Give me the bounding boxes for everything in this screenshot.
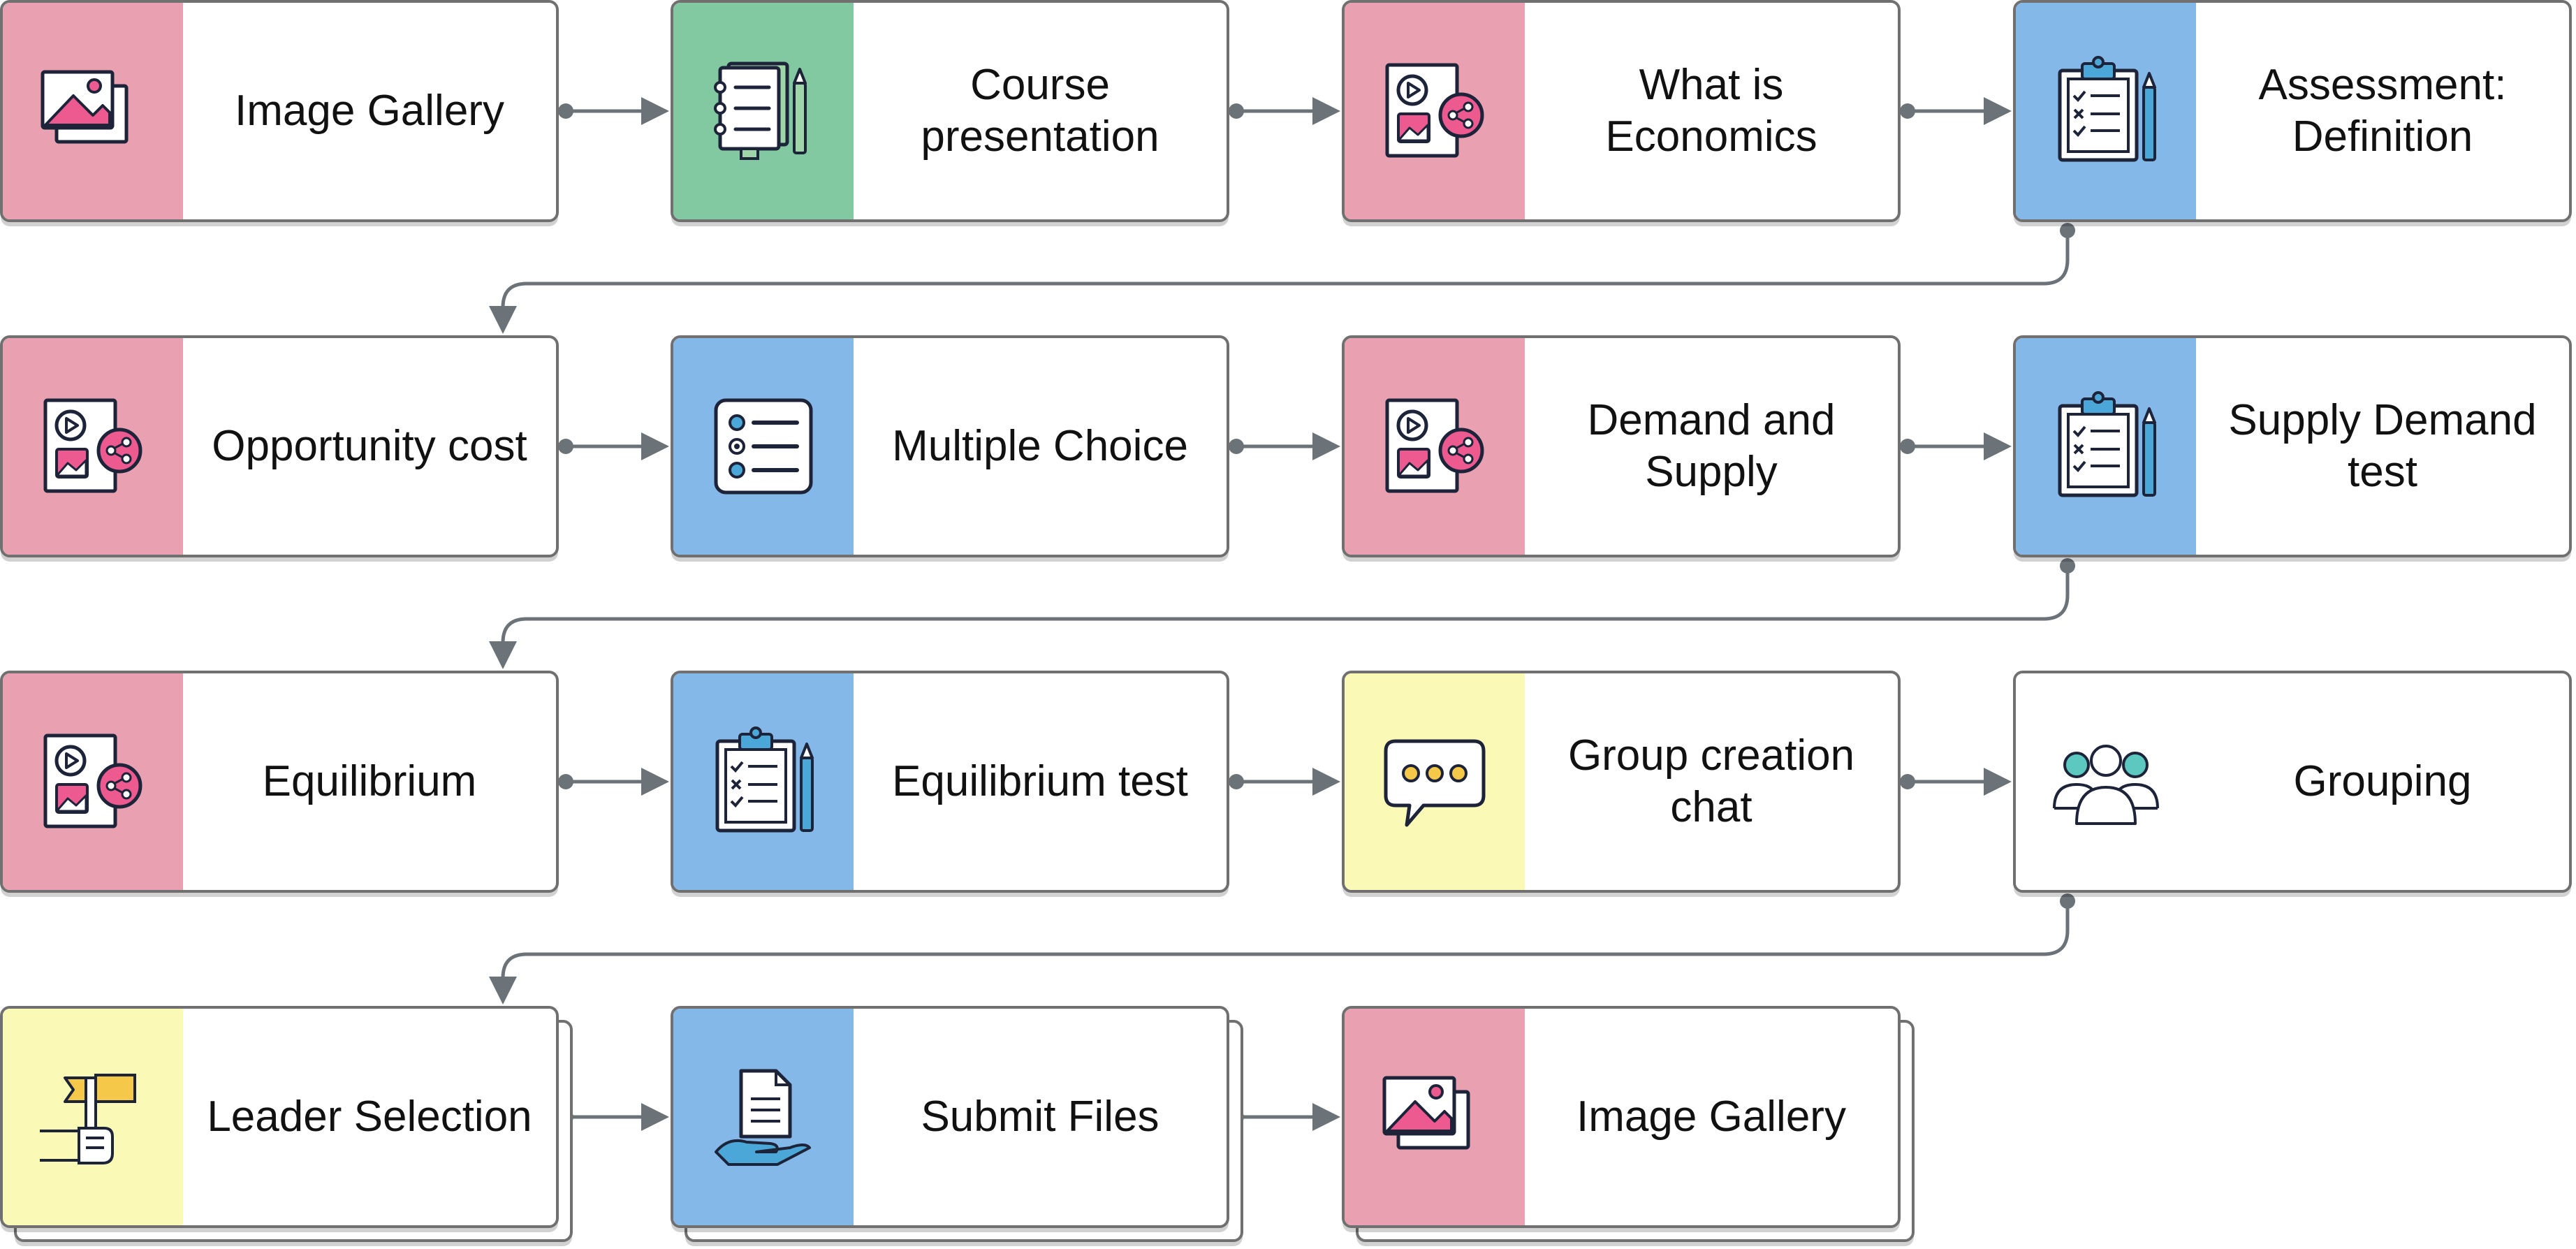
node-label: Leader Selection (207, 1093, 532, 1141)
arrow-head (1984, 432, 2012, 460)
node-color-band (2016, 673, 2196, 890)
flow-node[interactable]: Opportunity cost (0, 335, 559, 557)
node-label: Multiple Choice (892, 422, 1188, 470)
assessment-clipboard-icon (2016, 3, 2196, 219)
connector-line (501, 901, 2070, 979)
node-card: Course presentation (671, 0, 1229, 222)
flow-node[interactable]: Image Gallery (1342, 1006, 1915, 1242)
node-card: Submit Files (671, 1006, 1229, 1228)
interactive-video-icon (3, 673, 183, 890)
image-gallery-icon (1345, 1009, 1525, 1225)
flow-node[interactable]: Image Gallery (0, 0, 559, 222)
flow-node[interactable]: What is Economics (1342, 0, 1901, 222)
node-card: Image Gallery (0, 0, 559, 222)
node-card: Grouping (2013, 671, 2572, 893)
node-card: Equilibrium (0, 671, 559, 893)
node-label: Group creation chat (1567, 731, 1855, 831)
flow-node[interactable]: Equilibrium (0, 671, 559, 893)
image-gallery-icon (3, 3, 183, 219)
node-label: Demand and Supply (1587, 396, 1836, 496)
node-card: Equilibrium test (671, 671, 1229, 893)
arrow-head (1312, 97, 1340, 125)
course-presentation-icon (673, 3, 854, 219)
leader-flag-icon (3, 1009, 183, 1225)
assessment-clipboard-icon (2016, 338, 2196, 555)
node-card: Image Gallery (1342, 1006, 1901, 1228)
node-label: Equilibrium test (892, 757, 1188, 805)
connector-line (501, 566, 2070, 644)
assessment-clipboard-icon (673, 673, 854, 890)
arrow-head (641, 1103, 669, 1131)
node-label: Image Gallery (235, 87, 504, 135)
node-card: Multiple Choice (671, 335, 1229, 557)
node-label: Image Gallery (1576, 1093, 1846, 1141)
arrow-head (489, 977, 517, 1005)
interactive-video-icon (1345, 338, 1525, 555)
arrow-head (1984, 768, 2012, 796)
arrow-head (641, 768, 669, 796)
node-label: Supply Demand test (2228, 396, 2537, 496)
arrow-head (1312, 432, 1340, 460)
arrow-head (1312, 768, 1340, 796)
node-card: Leader Selection (0, 1006, 559, 1228)
arrow-head (1312, 1103, 1340, 1131)
flow-node[interactable]: Grouping (2013, 671, 2572, 893)
group-people-icon (2016, 673, 2196, 890)
flow-node[interactable]: Submit Files (671, 1006, 1243, 1242)
submit-files-icon (673, 1009, 854, 1225)
flow-node[interactable]: Assessment: Definition (2013, 0, 2572, 222)
flow-node[interactable]: Course presentation (671, 0, 1229, 222)
arrow-head (641, 97, 669, 125)
flow-node[interactable]: Multiple Choice (671, 335, 1229, 557)
node-card: Assessment: Definition (2013, 0, 2572, 222)
node-label: Assessment: Definition (2258, 61, 2507, 161)
node-label: Course presentation (921, 61, 1159, 161)
node-label: Equilibrium (262, 757, 477, 805)
arrow-head (489, 641, 517, 669)
arrow-head (489, 306, 517, 334)
flow-node[interactable]: Demand and Supply (1342, 335, 1901, 557)
node-card: Supply Demand test (2013, 335, 2572, 557)
node-label: What is Economics (1605, 61, 1817, 161)
interactive-video-icon (1345, 3, 1525, 219)
flow-node[interactable]: Leader Selection (0, 1006, 573, 1242)
node-label: Submit Files (921, 1093, 1159, 1141)
node-card: Group creation chat (1342, 671, 1901, 893)
multiple-choice-icon (673, 338, 854, 555)
node-card: Opportunity cost (0, 335, 559, 557)
node-card: What is Economics (1342, 0, 1901, 222)
node-label: Opportunity cost (212, 422, 527, 470)
node-card: Demand and Supply (1342, 335, 1901, 557)
arrow-head (641, 432, 669, 460)
flow-node[interactable]: Equilibrium test (671, 671, 1229, 893)
flow-node[interactable]: Supply Demand test (2013, 335, 2572, 557)
node-label: Grouping (2293, 757, 2472, 805)
flow-node[interactable]: Group creation chat (1342, 671, 1901, 893)
connector-line (501, 231, 2070, 309)
arrow-head (1984, 97, 2012, 125)
chat-bubble-icon (1345, 673, 1525, 890)
interactive-video-icon (3, 338, 183, 555)
